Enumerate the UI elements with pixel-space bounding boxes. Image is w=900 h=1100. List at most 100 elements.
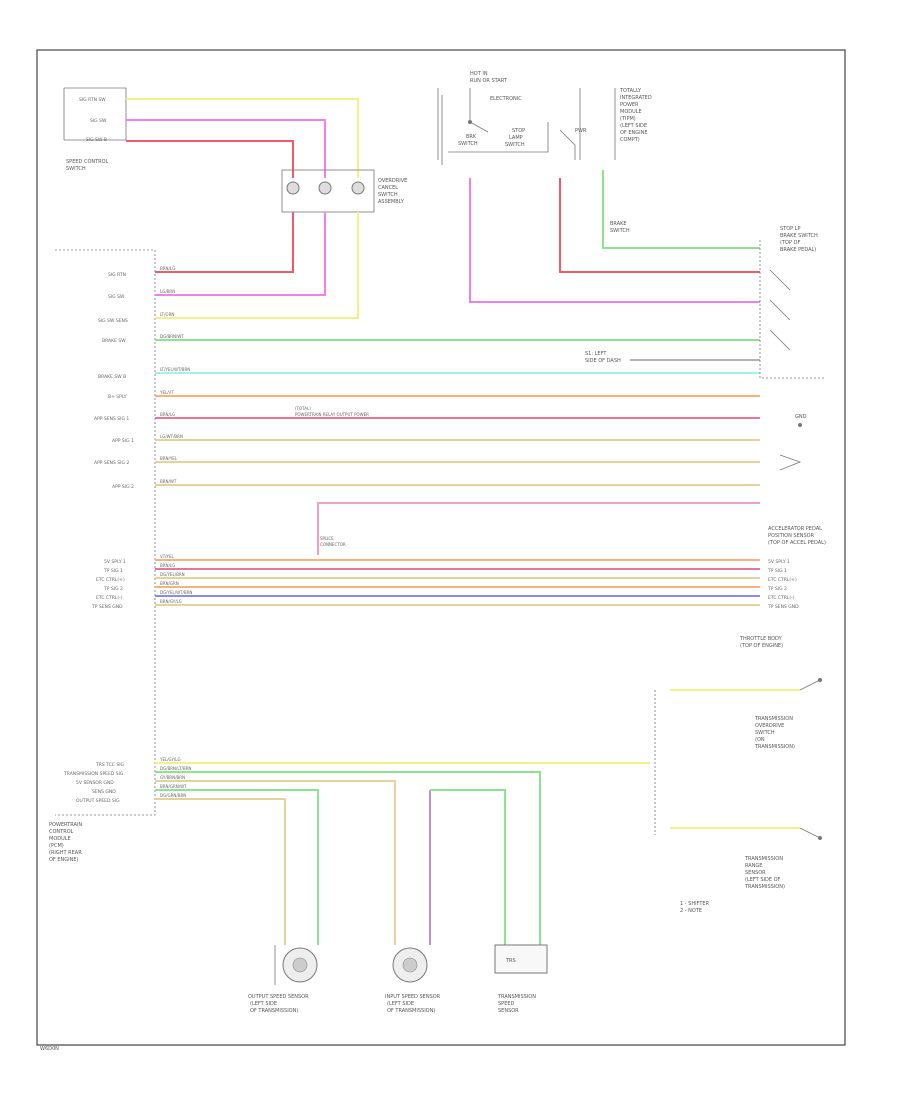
svg-text:TRS: TRS <box>505 958 516 964</box>
svg-text:ASSEMBLY: ASSEMBLY <box>378 199 405 205</box>
svg-text:POWERTRAIN: POWERTRAIN <box>49 822 82 828</box>
svg-text:OUTPUT SPEED SIG: OUTPUT SPEED SIG <box>76 798 120 804</box>
wire-codes: BRN/LG LG/BRN LT/GRN DG/BRN/WT LT/YEL/WT… <box>159 266 369 798</box>
svg-text:ETC CTRL(-): ETC CTRL(-) <box>768 595 795 601</box>
svg-text:ETC CTRL(+): ETC CTRL(+) <box>96 577 125 583</box>
svg-text:CONTROL: CONTROL <box>49 829 74 835</box>
notes-block: TOTALLY INTEGRATED POWER MODULE (TIPM) (… <box>614 88 652 160</box>
svg-text:BRAKE: BRAKE <box>610 221 627 227</box>
svg-text:BRN/GRN: BRN/GRN <box>160 581 179 586</box>
svg-text:BRN/GY/LG: BRN/GY/LG <box>160 599 182 604</box>
svg-text:TRANSMISSION): TRANSMISSION) <box>754 744 795 750</box>
svg-text:DG/YEL/WT/BRN: DG/YEL/WT/BRN <box>160 590 192 595</box>
wire-sig-sw-sens <box>155 212 359 319</box>
svg-text:BRAKE PEDAL): BRAKE PEDAL) <box>780 247 816 253</box>
diagram-border <box>36 49 846 1046</box>
svg-text:SPEED CONTROL: SPEED CONTROL <box>66 159 109 165</box>
svg-text:POWER: POWER <box>620 102 639 108</box>
svg-text:SWITCH: SWITCH <box>610 228 630 234</box>
svg-text:SWITCH: SWITCH <box>378 192 398 198</box>
svg-text:(LEFT SIDE: (LEFT SIDE <box>387 1001 414 1007</box>
svg-text:TP SIG 1: TP SIG 1 <box>103 568 123 574</box>
transmission-speed-sensor: TRS TRANSMISSION SPEED SENSOR <box>494 944 548 1014</box>
svg-text:DG/BRN/LT/BRN: DG/BRN/LT/BRN <box>160 766 191 771</box>
footer-code: W6D0N <box>40 1046 59 1052</box>
svg-text:(TOP OF ENGINE): (TOP OF ENGINE) <box>740 643 783 649</box>
svg-text:TRANSMISSION: TRANSMISSION <box>744 856 783 862</box>
svg-text:SWITCH: SWITCH <box>66 166 86 172</box>
wire-sig-rtn <box>155 212 294 273</box>
top-switch-wires <box>126 98 359 178</box>
powertrain-control-module: POWERTRAIN CONTROL MODULE (PCM) (RIGHT R… <box>49 249 156 863</box>
accelerator-pedal-sensor: ACCELERATOR PEDAL POSITION SENSOR (TOP O… <box>739 414 826 649</box>
svg-text:SIG RTN SW: SIG RTN SW <box>79 97 106 103</box>
svg-text:5V SENSOR GND: 5V SENSOR GND <box>76 780 114 786</box>
svg-text:SENSOR: SENSOR <box>498 1008 519 1014</box>
svg-text:OF ENGINE: OF ENGINE <box>620 130 648 136</box>
svg-text:TP SENS GND: TP SENS GND <box>767 604 799 610</box>
svg-text:(LEFT SIDE: (LEFT SIDE <box>250 1001 277 1007</box>
wire-green-sensor <box>430 789 506 945</box>
svg-text:TRANSMISSION SPEED SIG: TRANSMISSION SPEED SIG <box>63 771 124 777</box>
svg-text:THROTTLE BODY: THROTTLE BODY <box>739 636 783 642</box>
svg-text:OVERDRIVE: OVERDRIVE <box>378 178 407 184</box>
connector-pin-2 <box>318 181 332 195</box>
svg-text:LG/WT/BRN: LG/WT/BRN <box>160 434 183 439</box>
svg-text:(TIPM): (TIPM) <box>620 116 636 122</box>
svg-text:APP SIG 2: APP SIG 2 <box>112 484 134 490</box>
svg-text:2 - NOTE: 2 - NOTE <box>680 908 702 914</box>
pcm-pin-labels: SIG RTN SIG SW SIG SW SENS BRAKE SW BRAK… <box>63 272 134 804</box>
svg-text:B+ SPLY: B+ SPLY <box>108 394 127 400</box>
svg-text:SPLICE: SPLICE <box>320 536 334 541</box>
wire-output-speed <box>155 798 286 945</box>
svg-text:TP SIG 2: TP SIG 2 <box>767 586 787 592</box>
svg-text:STOP LP: STOP LP <box>780 226 801 232</box>
svg-text:TRANSMISSION: TRANSMISSION <box>754 716 793 722</box>
svg-text:SIG SW: SIG SW <box>90 118 107 124</box>
svg-text:ETC CTRL(+): ETC CTRL(+) <box>768 577 797 583</box>
svg-text:1 - SHIFTER: 1 - SHIFTER <box>680 901 710 907</box>
svg-text:OUTPUT SPEED SENSOR: OUTPUT SPEED SENSOR <box>248 994 309 1000</box>
svg-text:OVERDRIVE: OVERDRIVE <box>755 723 784 729</box>
svg-text:DG/YEL/BRN: DG/YEL/BRN <box>160 572 185 577</box>
svg-text:SIG RTN: SIG RTN <box>108 272 126 278</box>
svg-text:APP SENS SIG 2: APP SENS SIG 2 <box>94 460 129 466</box>
svg-text:(TOP OF: (TOP OF <box>780 240 800 246</box>
svg-text:CONNECTOR: CONNECTOR <box>320 542 346 547</box>
svg-text:TP SENS GND: TP SENS GND <box>91 604 123 610</box>
svg-text:POSITION SENSOR: POSITION SENSOR <box>768 533 815 539</box>
svg-text:5V SPLY 1: 5V SPLY 1 <box>768 559 790 565</box>
top-right-wires <box>469 170 760 361</box>
svg-text:RUN OR START: RUN OR START <box>470 78 508 84</box>
svg-text:TRANSMISSION: TRANSMISSION <box>497 994 536 1000</box>
connector-pin-1 <box>286 181 300 195</box>
svg-text:(LEFT SIDE OF: (LEFT SIDE OF <box>745 877 781 883</box>
brake-lamp-switch: STOP LP BRAKE SWITCH (TOP OF BRAKE PEDAL… <box>585 221 825 379</box>
svg-text:BRN/WT: BRN/WT <box>160 479 177 484</box>
svg-text:SPEED: SPEED <box>498 1001 515 1007</box>
svg-text:SIG SW SENS: SIG SW SENS <box>98 318 128 324</box>
wire-sig-sw <box>155 212 326 296</box>
svg-text:OF ENGINE): OF ENGINE) <box>49 857 79 863</box>
output-speed-sensor: OUTPUT SPEED SENSOR (LEFT SIDE OF TRANSM… <box>248 945 318 1014</box>
wire-trans-speed <box>155 771 541 945</box>
svg-text:SWITCH: SWITCH <box>755 730 775 736</box>
svg-text:APP SIG 1: APP SIG 1 <box>112 438 134 444</box>
svg-text:BRAKE SW B: BRAKE SW B <box>98 374 126 380</box>
speed-control-switch: SIG RTN SW SIG SW SIG SW B SPEED CONTROL… <box>63 87 127 172</box>
svg-text:RANGE: RANGE <box>745 863 762 869</box>
svg-text:S1: LEFT: S1: LEFT <box>585 351 607 357</box>
svg-text:ACCELERATOR PEDAL: ACCELERATOR PEDAL <box>768 526 822 532</box>
svg-text:BRAKE SWITCH: BRAKE SWITCH <box>780 233 818 239</box>
wire-5v-gnd <box>155 780 396 945</box>
svg-text:SIG SW B: SIG SW B <box>86 137 107 143</box>
svg-text:LAMP: LAMP <box>509 135 523 141</box>
svg-text:COMPT): COMPT) <box>620 137 640 143</box>
transmission-range-switch: TRANSMISSION OVERDRIVE SWITCH (ON TRANSM… <box>654 678 822 914</box>
svg-text:SWITCH: SWITCH <box>458 141 478 147</box>
svg-text:SENSOR: SENSOR <box>745 870 766 876</box>
svg-text:LT/GRN: LT/GRN <box>160 312 174 317</box>
svg-text:TP SIG 1: TP SIG 1 <box>767 568 787 574</box>
horizontal-wires <box>155 212 760 945</box>
svg-text:(PCM): (PCM) <box>49 843 64 849</box>
